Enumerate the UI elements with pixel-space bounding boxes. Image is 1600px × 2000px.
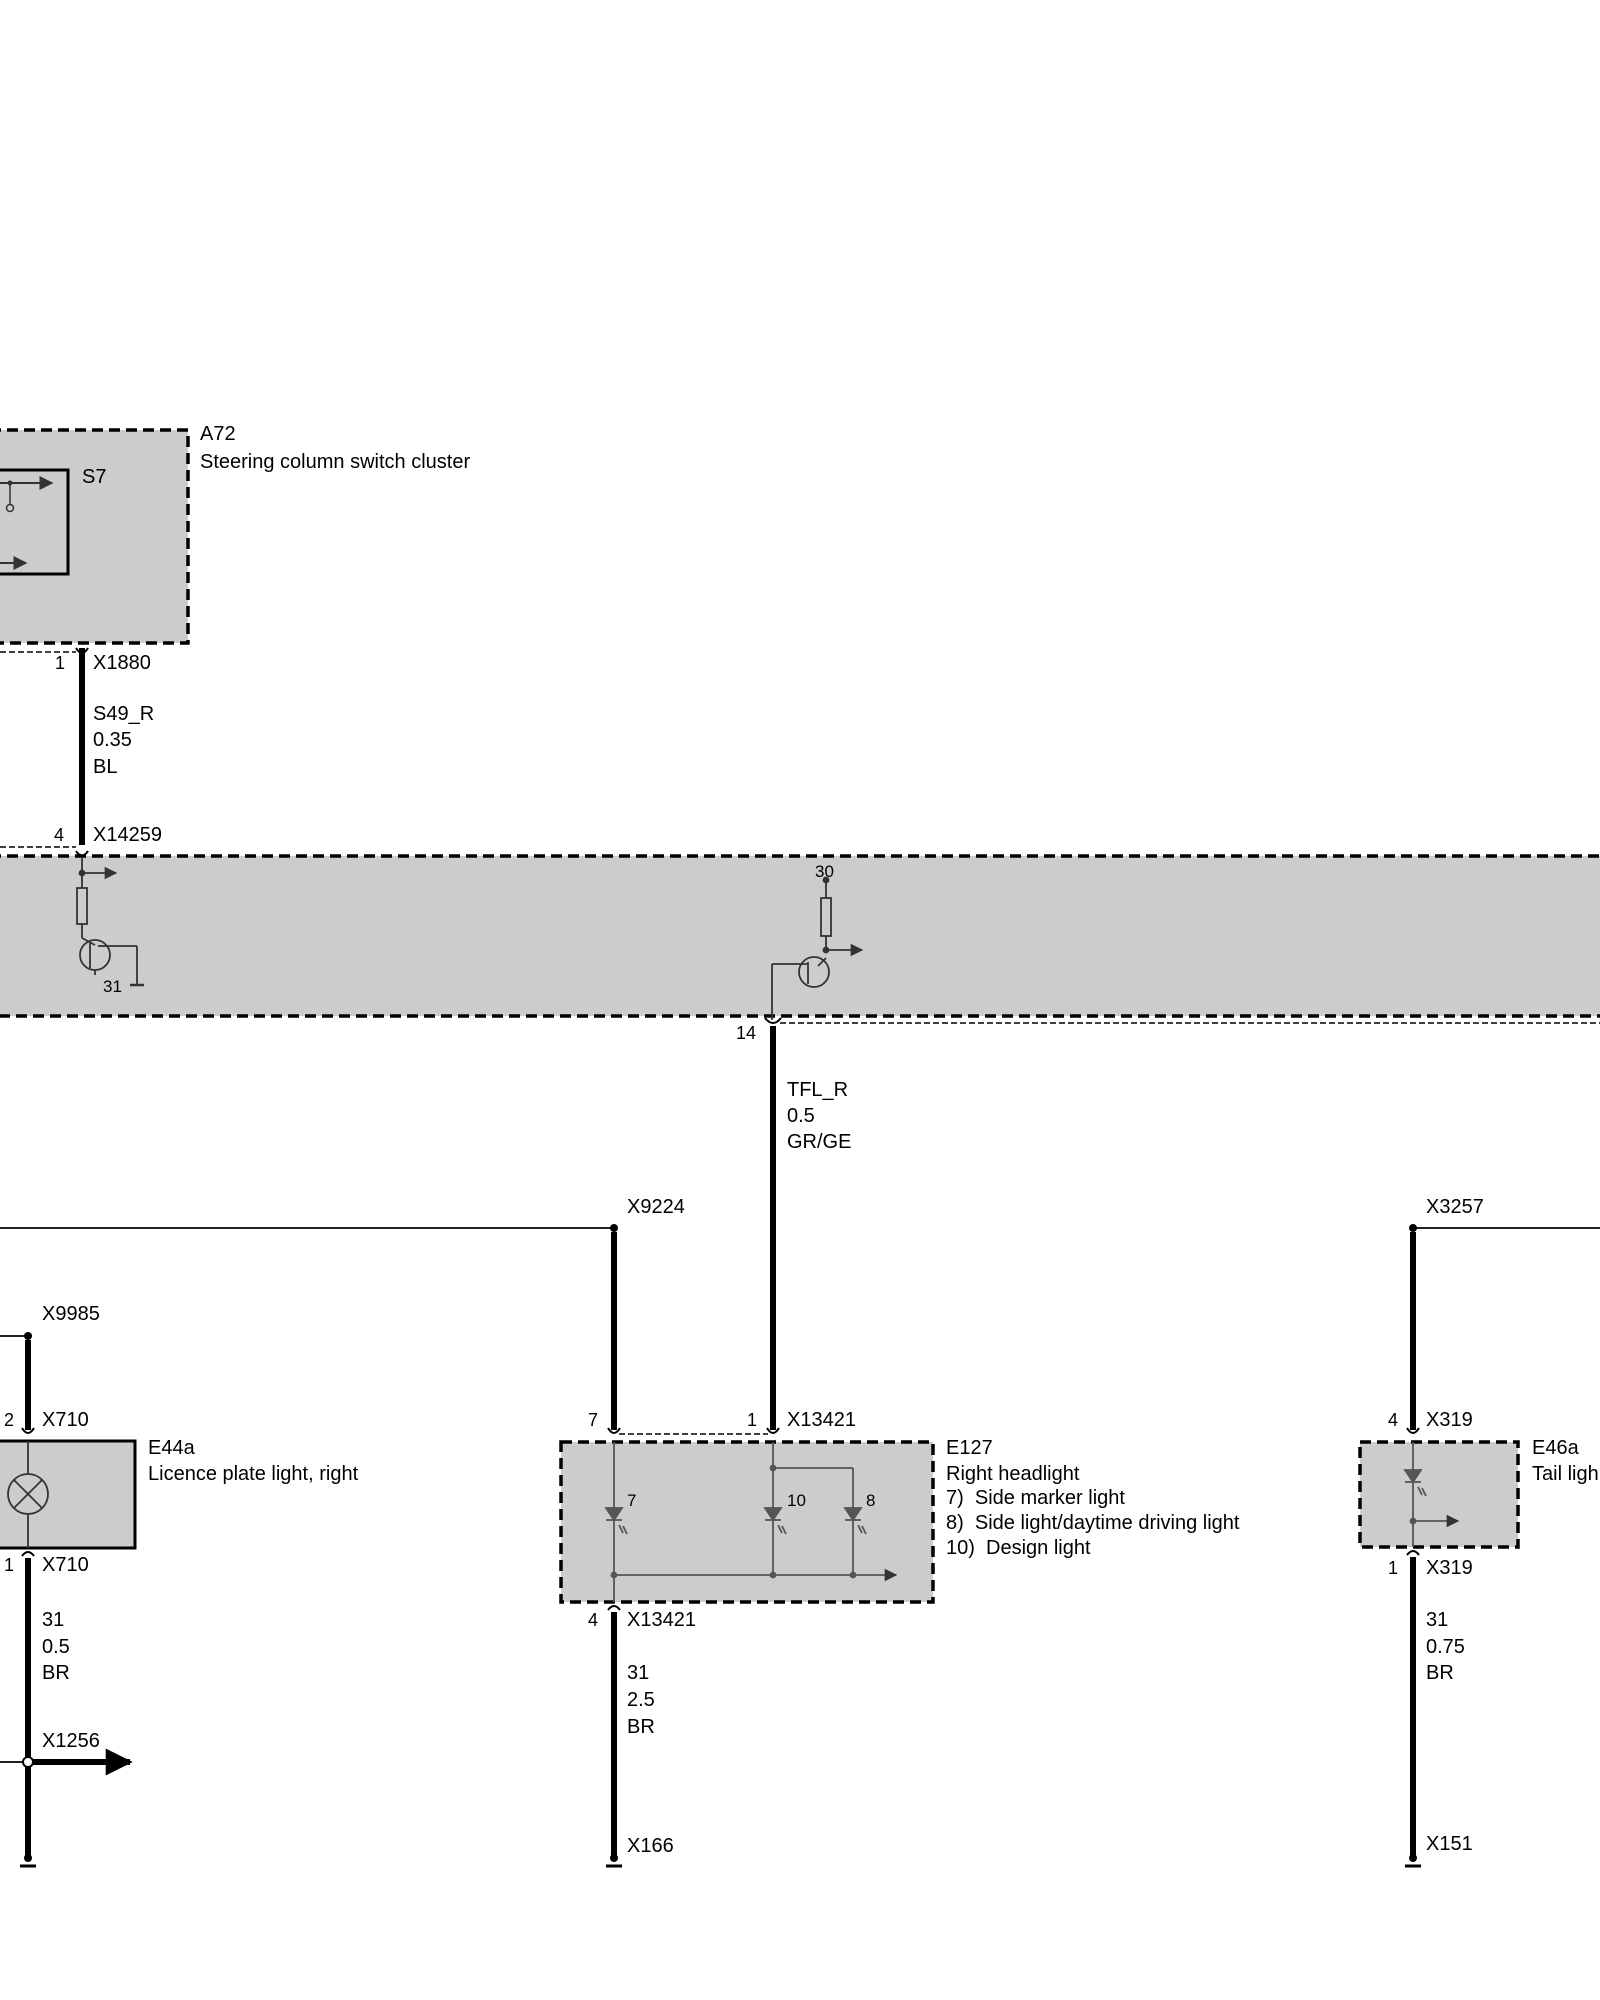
wire-tflr-signal: TFL_R: [787, 1079, 848, 1101]
pin-x319-bot: 1: [1388, 1558, 1398, 1578]
a72-housing: [0, 428, 190, 645]
wire-tflr: TFL_R 0.5 GR/GE: [770, 1026, 851, 1430]
wire-s49r-color: BL: [93, 756, 117, 778]
led-10-label: 10: [787, 1491, 806, 1510]
connector-x3257: X3257: [1426, 1196, 1484, 1218]
led-8-label: 8: [866, 1491, 875, 1510]
s7-switch: S7: [0, 466, 106, 576]
control-module-housing: [0, 854, 1600, 1018]
transistor-stage-left: [76, 858, 144, 987]
connector-x710-top: X710: [42, 1409, 89, 1431]
transistor-stage-right: [771, 876, 864, 1020]
a72-id: A72: [200, 423, 236, 445]
pin-x13421-1: 1: [747, 1410, 757, 1430]
connector-x13421-top: X13421: [787, 1409, 856, 1431]
wire-ground-e46a-signal: 31: [1426, 1609, 1448, 1631]
connector-x1256: X1256: [42, 1730, 100, 1752]
pin-x14259: 4: [54, 825, 64, 845]
wire-tflr-size: 0.5: [787, 1105, 815, 1127]
control-module: 31 30: [0, 850, 1600, 1020]
pin-x710-top: 2: [4, 1410, 14, 1430]
e46a-name: Tail ligh: [1532, 1463, 1599, 1485]
connector-x319-top: X319: [1426, 1409, 1473, 1431]
wire-ground-e46a: 31 0.75 BR: [1410, 1557, 1465, 1858]
e127-housing: [559, 1440, 935, 1604]
terminal-30: 30: [815, 862, 834, 881]
wire-ground-e46a-color: BR: [1426, 1662, 1454, 1684]
pin-x13421-4: 4: [588, 1610, 598, 1630]
connector-x319-bot: X319: [1426, 1557, 1473, 1579]
e127-note-7: 7) Side marker light: [946, 1487, 1125, 1509]
e127-id: E127: [946, 1437, 993, 1459]
wire-ground-e127-size: 2.5: [627, 1689, 655, 1711]
wire-tflr-color: GR/GE: [787, 1131, 851, 1153]
e127-component: 7 10 8 E127 Right headlight 7) Side mark…: [559, 1437, 1240, 1604]
connector-x14259: X14259: [93, 824, 162, 846]
wire-ground-e46a-size: 0.75: [1426, 1636, 1465, 1658]
wire-s49r: S49_R 0.35 BL: [75, 647, 154, 845]
wire-ground-e44a: 31 0.5 BR: [25, 1558, 70, 1858]
s7-id: S7: [82, 466, 106, 488]
e44a-id: E44a: [148, 1437, 196, 1459]
connector-x710-bot: X710: [42, 1554, 89, 1576]
connector-x151: X151: [1426, 1833, 1473, 1855]
connector-x9985: X9985: [42, 1303, 100, 1325]
e127-note-8: 8) Side light/daytime driving light: [946, 1512, 1240, 1534]
e46a-housing: [1358, 1440, 1520, 1549]
pin-x13421-7: 7: [588, 1410, 598, 1430]
e127-name: Right headlight: [946, 1463, 1080, 1485]
pin-14: 14: [736, 1023, 756, 1043]
led-7-label: 7: [627, 1491, 636, 1510]
wire-ground-e44a-signal: 31: [42, 1609, 64, 1631]
terminal-31-left: 31: [103, 977, 122, 996]
e44a-component: E44a Licence plate light, right: [0, 1437, 359, 1550]
wire-ground-e127-color: BR: [627, 1716, 655, 1738]
e46a-id: E46a: [1532, 1437, 1580, 1459]
e46a-component: E46a Tail ligh: [1358, 1437, 1599, 1549]
pin-x319-top: 4: [1388, 1410, 1398, 1430]
connector-x13421-bot: X13421: [627, 1609, 696, 1631]
a72-name: Steering column switch cluster: [200, 451, 470, 473]
connector-x166: X166: [627, 1835, 674, 1857]
a72-component: A72 Steering column switch cluster S7: [0, 423, 470, 645]
connector-x1880: X1880: [93, 652, 151, 674]
wire-s49r-size: 0.35: [93, 729, 132, 751]
e127-note-10: 10) Design light: [946, 1537, 1091, 1559]
wire-s49r-signal: S49_R: [93, 703, 154, 725]
connector-x9224: X9224: [627, 1196, 685, 1218]
wire-ground-e44a-color: BR: [42, 1662, 70, 1684]
wire-ground-e127: 31 2.5 BR: [611, 1612, 655, 1858]
e44a-housing: [0, 1439, 137, 1550]
e44a-name: Licence plate light, right: [148, 1463, 359, 1485]
pin-x1880: 1: [55, 653, 65, 673]
pin-x710-bot: 1: [4, 1555, 14, 1575]
wire-ground-e127-signal: 31: [627, 1662, 649, 1684]
wire-ground-e44a-size: 0.5: [42, 1636, 70, 1658]
